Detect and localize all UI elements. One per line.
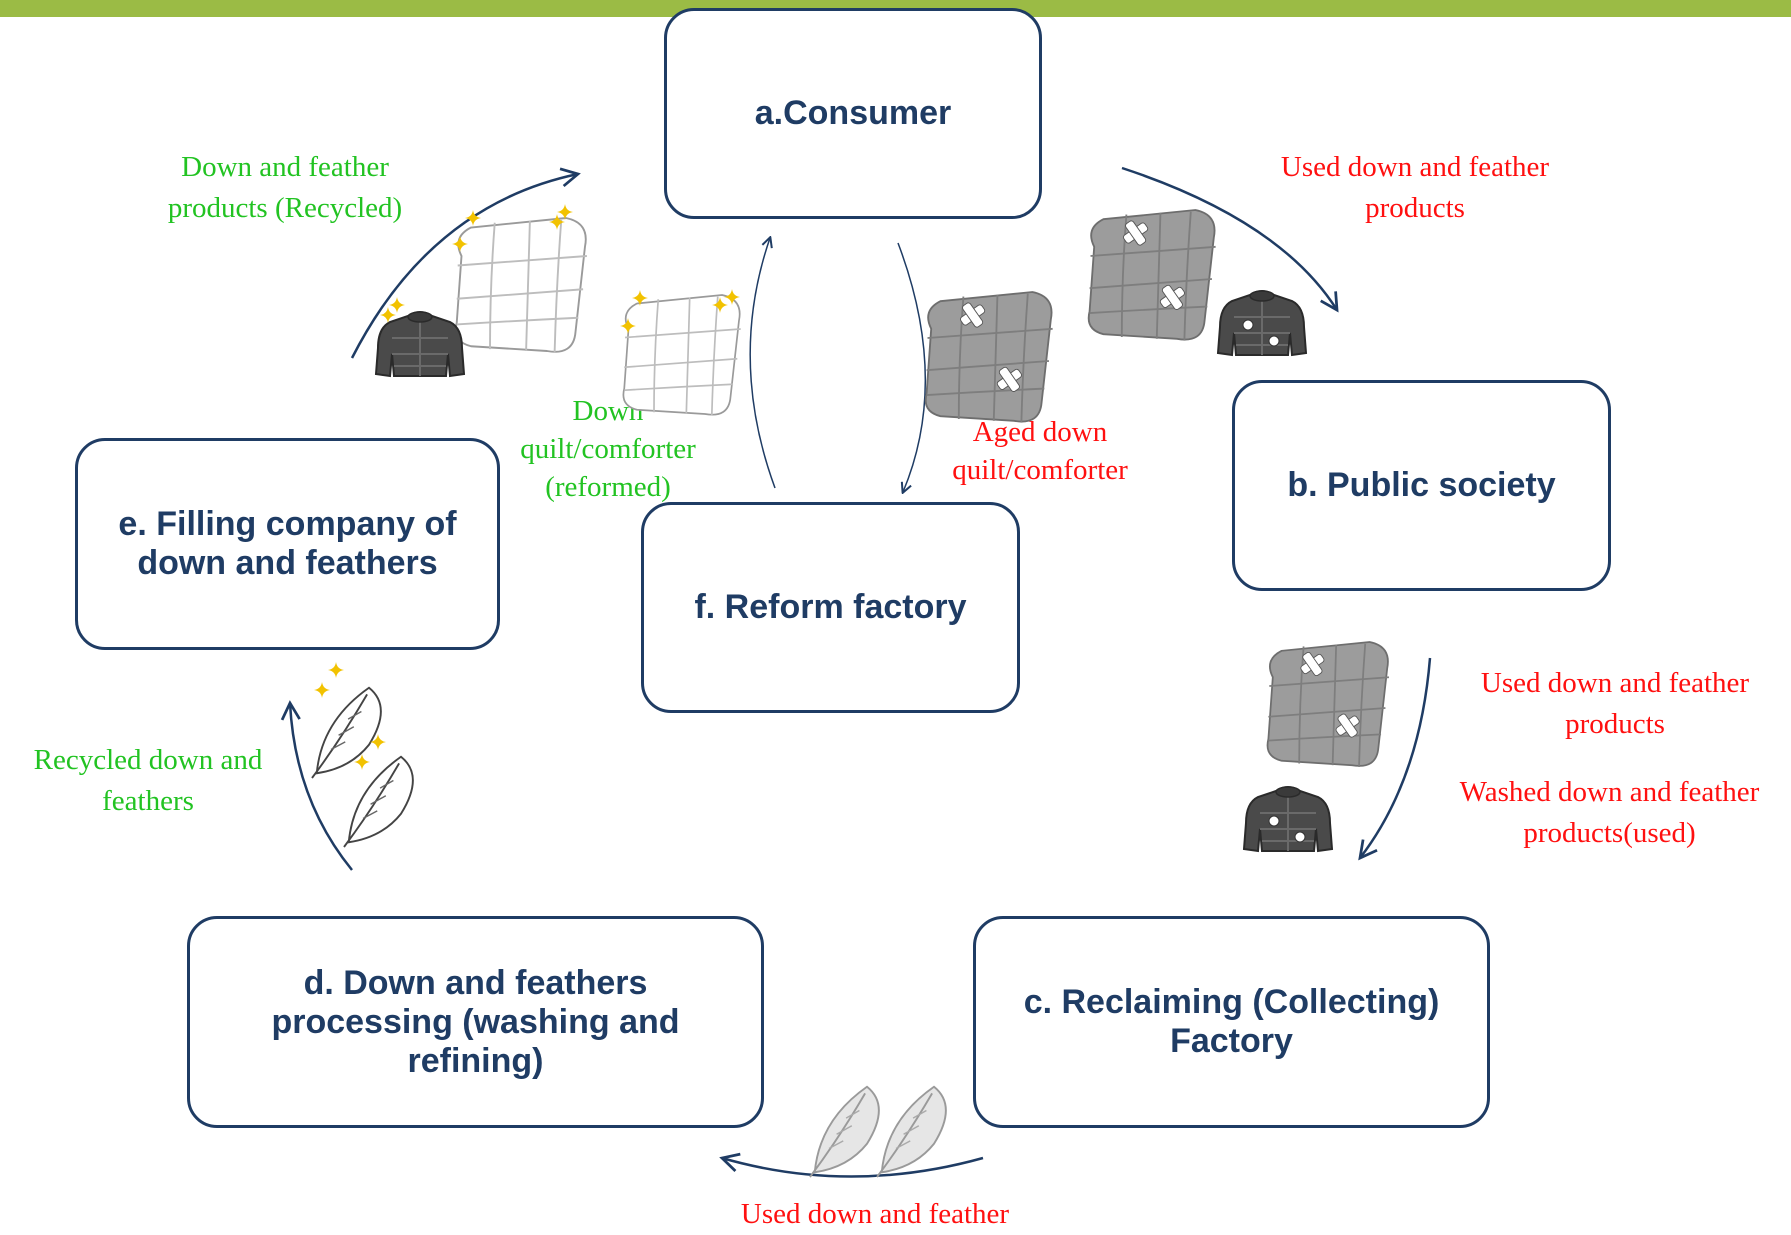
- clean-white-quilt-icon: [454, 217, 588, 354]
- node-reform-factory: f. Reform factory: [641, 502, 1020, 713]
- arrow-reform-to-consumer: [749, 238, 776, 489]
- arrow-filling-to-consumer: [350, 167, 581, 359]
- node-processing-label: d. Down and feathers processing (washing…: [271, 963, 680, 1080]
- used-black-jacket-icon: [1244, 787, 1332, 851]
- white-feather-icon: [343, 755, 414, 848]
- used-grey-feather-icon: [809, 1085, 880, 1178]
- label-used-products-right: Used down and feather products: [1480, 667, 1750, 740]
- arrow-processing-to-filling: [280, 700, 353, 871]
- node-public-society-label: b. Public society: [1287, 466, 1556, 504]
- label-used-products-top: Used down and feather products: [1280, 151, 1550, 224]
- label-recycled-feathers: Recycled down and feathers: [33, 744, 263, 817]
- node-reform-factory-label: f. Reform factory: [694, 588, 967, 626]
- clean-white-quilt-icon: [622, 294, 742, 417]
- node-consumer: a.Consumer: [664, 8, 1042, 219]
- used-grey-quilt-icon: [1087, 209, 1217, 342]
- node-reclaiming-factory: c. Reclaiming (Collecting) Factory: [973, 916, 1490, 1128]
- node-filling-company: e. Filling company of down and feathers: [75, 438, 500, 650]
- arrow-reclaiming-to-processing: [719, 1152, 984, 1178]
- node-filling-company-label: e. Filling company of down and feathers: [118, 505, 457, 582]
- node-processing: d. Down and feathers processing (washing…: [187, 916, 764, 1128]
- used-grey-quilt-icon: [1266, 641, 1390, 768]
- arrow-public-to-reclaiming: [1358, 657, 1432, 861]
- label-washed-products: Washed down and feather products(used): [1459, 776, 1760, 849]
- used-black-jacket-icon: [1218, 291, 1306, 355]
- used-grey-quilt-icon: [924, 291, 1054, 424]
- node-reclaiming-factory-label: c. Reclaiming (Collecting) Factory: [1023, 983, 1440, 1060]
- label-recycled-products: Down and feather products (Recycled): [167, 151, 403, 224]
- label-used-bottom: Used down and feather: [740, 1198, 1010, 1230]
- white-feather-icon: [311, 686, 382, 779]
- node-public-society: b. Public society: [1232, 380, 1611, 591]
- label-aged-down: Aged down quilt/comforter: [952, 416, 1128, 486]
- arrow-consumer-to-reform: [897, 242, 927, 492]
- clean-black-jacket-icon: [375, 311, 465, 377]
- arrow-consumer-to-public: [1121, 166, 1339, 313]
- node-consumer-label: a.Consumer: [754, 94, 952, 132]
- used-grey-feather-icon: [876, 1085, 947, 1178]
- label-down-reformed: Down quilt/comforter (reformed): [520, 395, 696, 503]
